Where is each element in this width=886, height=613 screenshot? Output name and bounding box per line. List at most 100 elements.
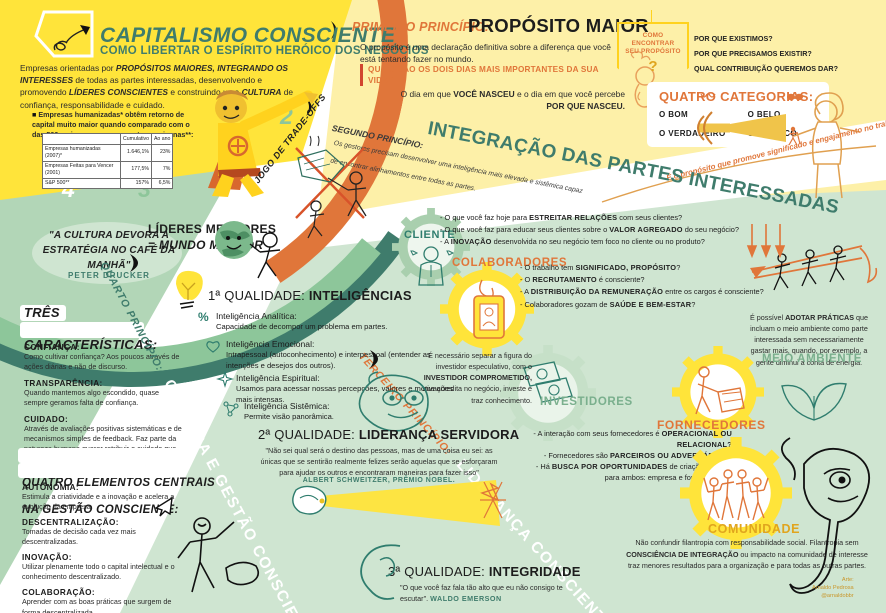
cliente-person-icon: [408, 243, 455, 287]
table-row: S&P 500** 157% 6,5%: [42, 177, 174, 189]
quality-3-quote: "O que você faz fala tão alto que eu não…: [400, 583, 563, 603]
page-title: CAPITALISMO CONSCIENTE: [100, 24, 396, 47]
principle-1-highlight: QUAIS SÃO OS DOIS DIAS MAIS IMPORTANTES …: [360, 64, 610, 87]
stakeholder-name-meio-ambiente: MEIO AMBIENTE: [762, 353, 863, 365]
list-item: - A INOVAÇÃO desenvolvida no seu negócio…: [440, 237, 705, 247]
gear-comunidade-icon: [680, 437, 792, 549]
list-item: AUTONOMIA: Estimula a criatividade e a i…: [22, 483, 175, 512]
lightbulb-icon: [168, 268, 210, 312]
category-o-belo: O BELO: [747, 110, 781, 119]
list-item: COLABORAÇÃO: Aprender com as boas prátic…: [22, 588, 172, 613]
worker-cart-icon: [688, 362, 750, 418]
list-item: - A DISTRIBUIÇÃO DA REMUNERAÇÃO entre os…: [520, 287, 764, 297]
intro-text-3: e construindo uma: [168, 87, 242, 98]
credit-name: Arnaldo Pedrosa: [812, 585, 854, 592]
stakeholder-name-colaboradores: COLABORADORES: [452, 257, 568, 269]
highlight-quatro-2: [18, 463, 172, 478]
down-arrows-decoration: [746, 222, 796, 262]
intro-text-2: de todas as partes interessadas, desenvo…: [20, 75, 263, 98]
quality-1-heading: 1ª QUALIDADE: INTELIGÊNCIAS: [208, 288, 412, 303]
highlight-tres: [20, 305, 66, 321]
shield-line-2: ENCONTRAR: [631, 40, 675, 47]
superhero-illustration: [178, 78, 320, 198]
globe-person-illustration: [212, 218, 300, 284]
list-item: - O que você faz hoje para ESTREITAR REL…: [440, 213, 683, 222]
row2-aoano: 6,5%: [150, 177, 174, 189]
row0-aoano: 23%: [150, 143, 174, 162]
answer-bold-1: VOCÊ NASCEU: [453, 89, 515, 99]
quality-2-quote: "Não sei qual será o destino das pessoas…: [260, 446, 498, 477]
intro-text-4: de confiança, responsabilidade e cuidado…: [20, 87, 294, 110]
table-row: Empresas humanizadas (2007)* 1.646,1% 23…: [42, 143, 174, 162]
intro-bold-1: PROPÓSITOS MAIORES, INTEGRANDO OS INTERE…: [20, 63, 288, 86]
intelligence-analitica: Inteligência Analítica: Capacidade de de…: [216, 311, 388, 332]
megaphone-icon: [690, 108, 790, 148]
intelligence-emocional: Inteligência Emocional: Intrapessoal (au…: [226, 339, 431, 370]
col-cumulativo: Cumulativo: [120, 133, 152, 145]
principle-1-answer: O dia em que VOCÊ NASCEU e o dia em que …: [390, 88, 625, 112]
row1-cumulativo: 177,5%: [120, 160, 152, 179]
drucker-quote-author: PETER DRUCKER: [68, 271, 150, 280]
drucker-quote-text: "A CULTURA DEVORA A ESTRATÉGIA NO CAFÉ D…: [42, 230, 176, 271]
categories-title: QUATRO CATEGORIAS:: [659, 89, 814, 104]
highlight-quatro-1: [18, 448, 182, 463]
four-elements-heading-1: QUATRO ELEMENTOS CENTRAIS: [22, 477, 215, 489]
list-item: - O trabalho tem SIGNIFICADO, PROPÓSITO?: [520, 263, 681, 272]
leaves-icon: [768, 368, 860, 424]
page-subtitle: COMO LIBERTAR O ESPÍRITO HERÓICO DOS NEG…: [100, 45, 429, 57]
principle-1-label: PRIMEIRO PRINCÍPIO:: [352, 20, 490, 34]
intro-bold-2: LÍDERES CONSCIENTES: [68, 87, 169, 98]
shield-line-1: COMO: [642, 32, 664, 39]
row2-label: S&P 500**: [42, 177, 121, 189]
quote-blob-bg: [32, 222, 182, 284]
glasses-icon-belo: [786, 92, 804, 102]
four-elements-heading-2: NA GESTÃO CONSCIENTE:: [22, 504, 179, 516]
pointer-triangle-1: [330, 20, 346, 40]
list-item: - O que você faz para educar seus client…: [440, 225, 739, 235]
intelligence-sistemica: Inteligência Sistêmica: Permite visão pa…: [244, 401, 334, 422]
list-item: - A interação com seus fornecedores é OP…: [533, 429, 732, 450]
list-item: - Colaboradores gozam de SAÚDE E BEM-EST…: [520, 299, 696, 309]
list-item: - O RECRUTAMENTO é consciente?: [520, 275, 645, 285]
trade-offs-illustration: [286, 130, 406, 240]
col-blank: [42, 133, 121, 145]
list-item: TRANSPARÊNCIA: Quando mantemos algo esco…: [24, 379, 160, 408]
answer-text-1: O dia em que: [400, 89, 454, 99]
quality-2-author: ALBERT SCHWEITZER, PRÊMIO NOBEL.: [302, 477, 456, 484]
face-illustration: [768, 424, 886, 610]
stakeholder-name-comunidade: COMUNIDADE: [708, 522, 801, 536]
cliente-bullets: - O que você faz hoje para ESTREITAR REL…: [440, 212, 780, 249]
shield-question-1: POR QUE EXISTIMOS?: [694, 34, 773, 43]
comunidade-text: Não confundir filantropia com responsabi…: [626, 538, 868, 571]
shield-stem: [651, 10, 652, 22]
shield-question-mark: ?: [648, 58, 658, 75]
spotlight-illustration: [286, 478, 516, 558]
answer-bold-2: POR QUE NASCEU.: [546, 101, 625, 112]
credit-handle: @arnaldobbr: [821, 593, 854, 600]
intro-bold-3: CULTURA: [241, 87, 282, 98]
community-people-icon: [702, 462, 772, 524]
four-elements-list: AUTONOMIA: Estimula a criatividade e a i…: [22, 483, 182, 613]
shield-line-3: SEU PROPÓSITO: [625, 48, 681, 55]
quality-3-heading: 3ª QUALIDADE: INTEGRIDADE: [388, 564, 581, 579]
row0-cumulativo: 1.646,1%: [120, 143, 152, 162]
pointer-triangle-4: [368, 348, 390, 370]
ear-listening-illustration: [340, 540, 410, 606]
arc-number-1: 1: [311, 22, 324, 48]
stats-table-wrap: Cumulativo Ao ano Empresas humanizadas (…: [42, 133, 174, 189]
hero-figure-icon: [786, 126, 802, 146]
table-row: Empresas Feitas para Vencer (2001) 177,5…: [42, 160, 174, 179]
list-item: - Fornecedores são PARCEIROS OU ADVERSÁR…: [543, 451, 732, 461]
table-header-row: Cumulativo Ao ano: [42, 133, 174, 145]
row1-label: Empresas Feitas para Vencer (2001): [42, 160, 121, 179]
category-o-bom: O BOM: [659, 110, 689, 119]
row1-aoano: 7%: [150, 160, 174, 179]
quality-2-heading: 2ª QUALIDADE: LIDERANÇA SERVIDORA: [258, 427, 520, 442]
credit-label: Arte:: [841, 577, 854, 583]
col-aoano: Ao ano: [150, 133, 174, 145]
tug-of-war-illustration: [742, 238, 882, 300]
highlight-caracteristicas: [20, 322, 144, 338]
intelligence-espiritual: Inteligência Espiritual: Usamos para ace…: [236, 373, 453, 404]
person-megaphone-illustration: [760, 88, 880, 208]
